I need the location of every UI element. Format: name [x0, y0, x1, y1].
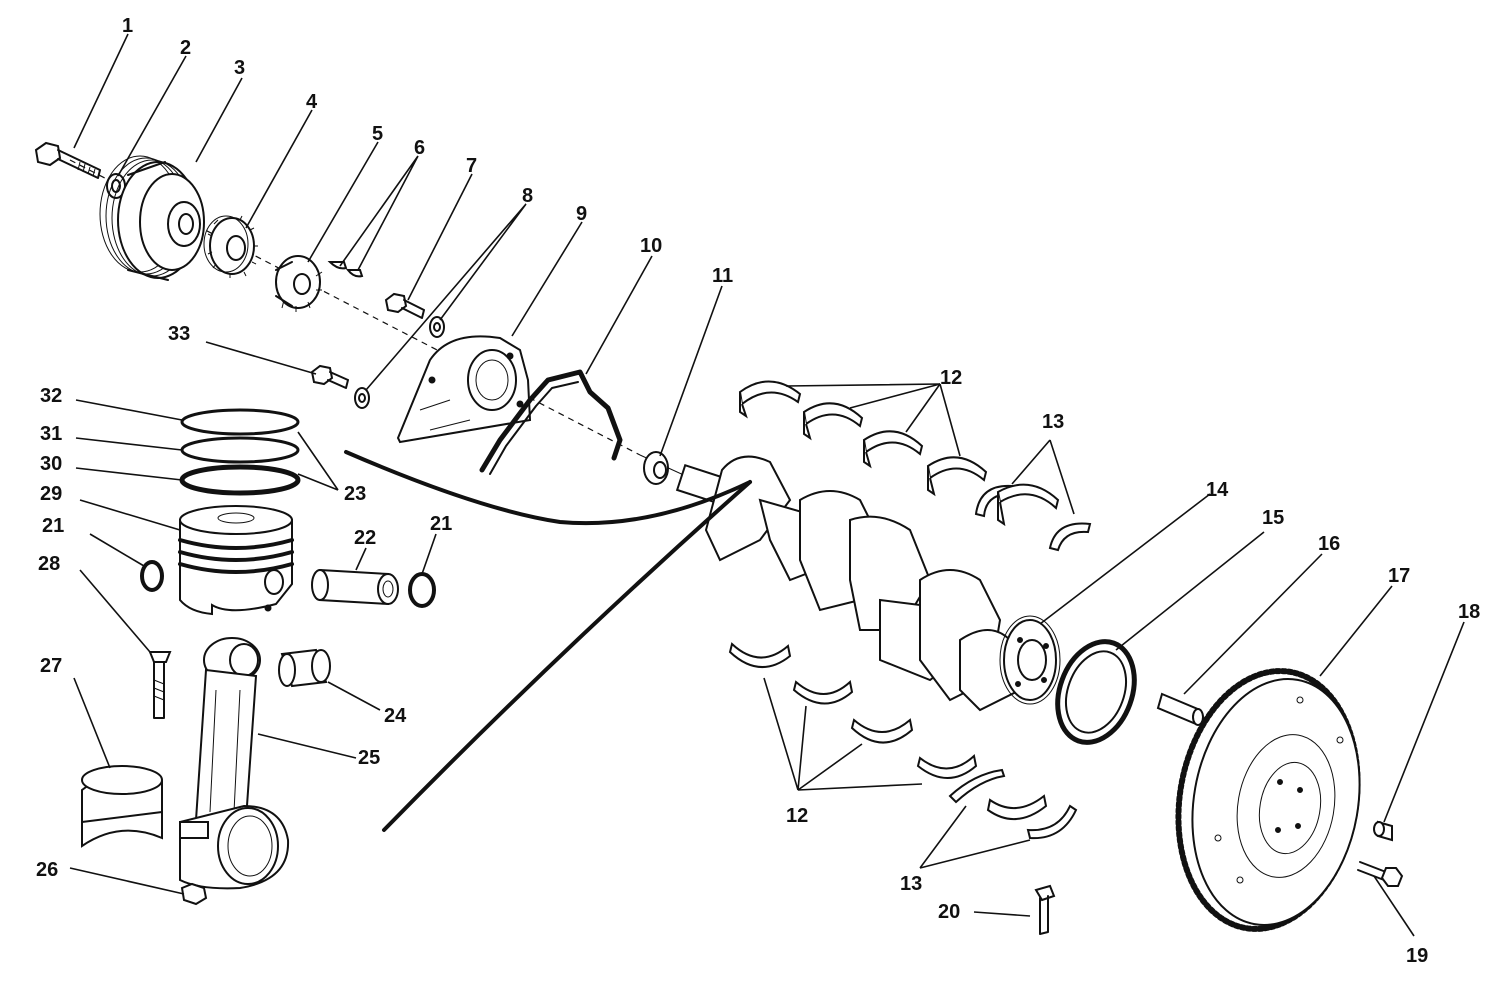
part-11-oil-seal	[643, 451, 669, 485]
callout-12-lower: 12	[786, 805, 808, 827]
callout-21-left: 21	[42, 515, 64, 537]
callout-22: 22	[354, 527, 376, 549]
callout-1: 1	[122, 15, 133, 37]
part-14-crank-flange	[999, 615, 1061, 705]
part-10-gasket	[479, 369, 623, 475]
part-13-lower-thrust-washers	[948, 768, 1078, 840]
part-12-upper-main-bearings	[738, 380, 988, 497]
part-18-dowel-bushing	[1373, 820, 1393, 842]
part-33-bolt	[310, 364, 349, 389]
callout-leader-lines	[69, 33, 1465, 937]
callout-30: 30	[40, 453, 62, 475]
part-28-rod-bolt	[148, 651, 172, 719]
callout-4: 4	[306, 91, 318, 113]
part-9-seal-housing	[396, 335, 532, 444]
callout-21-right: 21	[430, 513, 452, 535]
callout-13-upper: 13	[1042, 411, 1064, 433]
callout-26: 26	[36, 859, 58, 881]
callout-18: 18	[1458, 601, 1480, 623]
part-24-rod-bushing	[278, 648, 331, 688]
callout-19: 19	[1406, 945, 1428, 967]
callout-6: 6	[414, 137, 425, 159]
piston-rings	[179, 408, 301, 496]
callout-12-upper: 12	[940, 367, 962, 389]
callout-25: 25	[358, 747, 380, 769]
callout-31: 31	[40, 423, 62, 445]
part-15-seal-ring	[1055, 639, 1137, 745]
part-27-rod-bearing	[81, 765, 163, 848]
part-22-piston-pin	[311, 568, 399, 606]
callout-29: 29	[40, 483, 62, 505]
callout-2: 2	[180, 37, 191, 59]
part-8-washers	[354, 316, 445, 409]
callout-3: 3	[234, 57, 245, 79]
callout-20: 20	[938, 901, 960, 923]
callout-16: 16	[1318, 533, 1340, 555]
part-25-connecting-rod	[179, 637, 290, 890]
part-13-upper-thrust-washers	[974, 483, 1092, 552]
part-4-crank-gear	[203, 215, 258, 278]
callout-11: 11	[712, 265, 733, 287]
callout-23: 23	[344, 483, 366, 505]
part-3-pulley	[99, 155, 205, 281]
callout-28: 28	[38, 553, 60, 575]
part-16-pilot-bushing	[1156, 692, 1204, 726]
part-12-lower-main-bearings	[728, 642, 978, 779]
callout-17: 17	[1388, 565, 1410, 587]
callout-32: 32	[40, 385, 62, 407]
callout-24: 24	[384, 705, 407, 727]
callout-13-lower: 13	[900, 873, 922, 895]
part-19-flywheel-bolt	[1357, 861, 1404, 887]
part-5-timing-sprocket	[275, 255, 323, 312]
callout-7: 7	[466, 155, 477, 177]
part-6-woodruff-keys	[327, 261, 364, 278]
rod-to-crank-leader	[344, 450, 752, 832]
callout-9: 9	[576, 203, 587, 225]
part-20-pin	[1034, 884, 1056, 935]
callout-labels: 1 2 3 4 5 6 7 8 9 10 11 12 13 14 15 16 1…	[36, 15, 1480, 967]
callout-5: 5	[372, 123, 383, 145]
callout-33: 33	[168, 323, 190, 345]
callout-14: 14	[1206, 479, 1229, 501]
callout-8: 8	[522, 185, 533, 207]
callout-10: 10	[640, 235, 662, 257]
part-1-bolt	[34, 141, 101, 179]
callout-27: 27	[40, 655, 62, 677]
part-26-rod-nut	[180, 882, 208, 906]
part-17-flywheel	[1175, 668, 1361, 932]
callout-15: 15	[1262, 507, 1284, 529]
part-7-bolt	[384, 292, 425, 319]
part-29-piston	[178, 505, 294, 616]
